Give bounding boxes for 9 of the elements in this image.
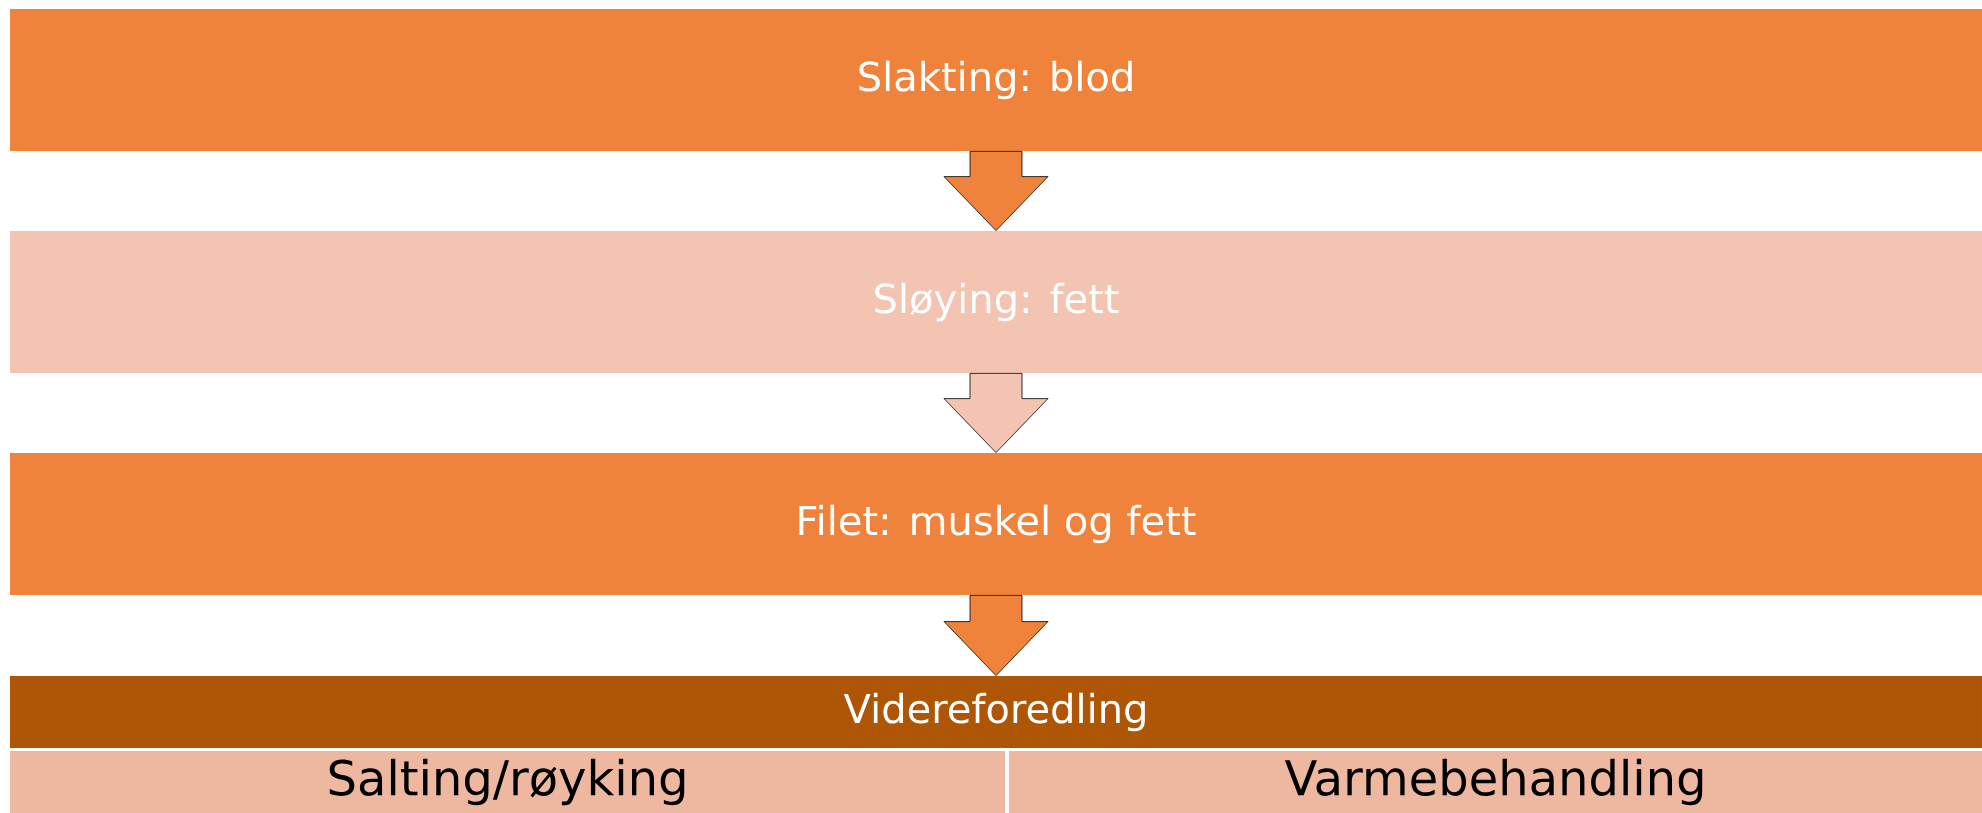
process-cell: Salting/røyking bbox=[10, 751, 1005, 813]
block-arrow bbox=[943, 151, 1049, 231]
process-cell: Varmebehandling bbox=[1009, 751, 1982, 813]
header-band: Videreforedling bbox=[10, 676, 1982, 748]
block-arrow bbox=[943, 595, 1049, 676]
block-arrow bbox=[943, 373, 1049, 453]
process-band: Slakting: blod bbox=[10, 9, 1982, 151]
process-band: Sløying: fett bbox=[10, 231, 1982, 373]
process-band: Filet: muskel og fett bbox=[10, 453, 1982, 595]
